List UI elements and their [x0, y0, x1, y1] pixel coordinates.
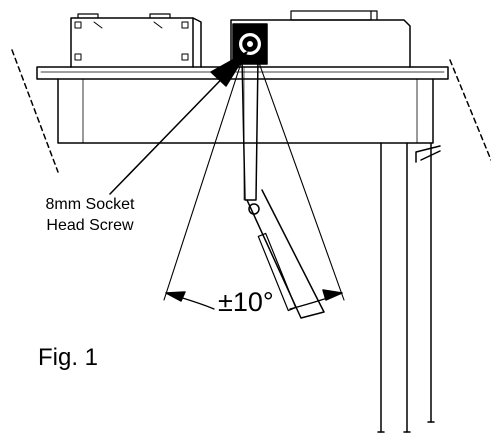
callout-leader — [109, 51, 248, 195]
break-line-left — [11, 49, 59, 173]
housing-box — [70, 13, 202, 68]
callout-line-1: 8mm Socket — [45, 196, 135, 213]
angle-arc — [165, 289, 343, 310]
arrow-icon — [322, 289, 343, 301]
angle-label: ±10° — [216, 287, 276, 317]
break-line-right — [449, 59, 491, 161]
lever-arm — [241, 57, 325, 319]
callout-line-2: Head Screw — [46, 217, 134, 234]
vertical-post — [377, 142, 435, 433]
arrow-icon — [210, 51, 248, 87]
motor-housing — [230, 10, 411, 68]
screw-callout-label: 8mm Socket Head Screw — [28, 194, 152, 236]
post-clip — [415, 145, 441, 163]
figure-caption: Fig. 1 — [38, 344, 99, 371]
arrow-icon — [165, 291, 186, 302]
swing-range-lines — [163, 59, 345, 301]
frame-body — [57, 78, 434, 144]
